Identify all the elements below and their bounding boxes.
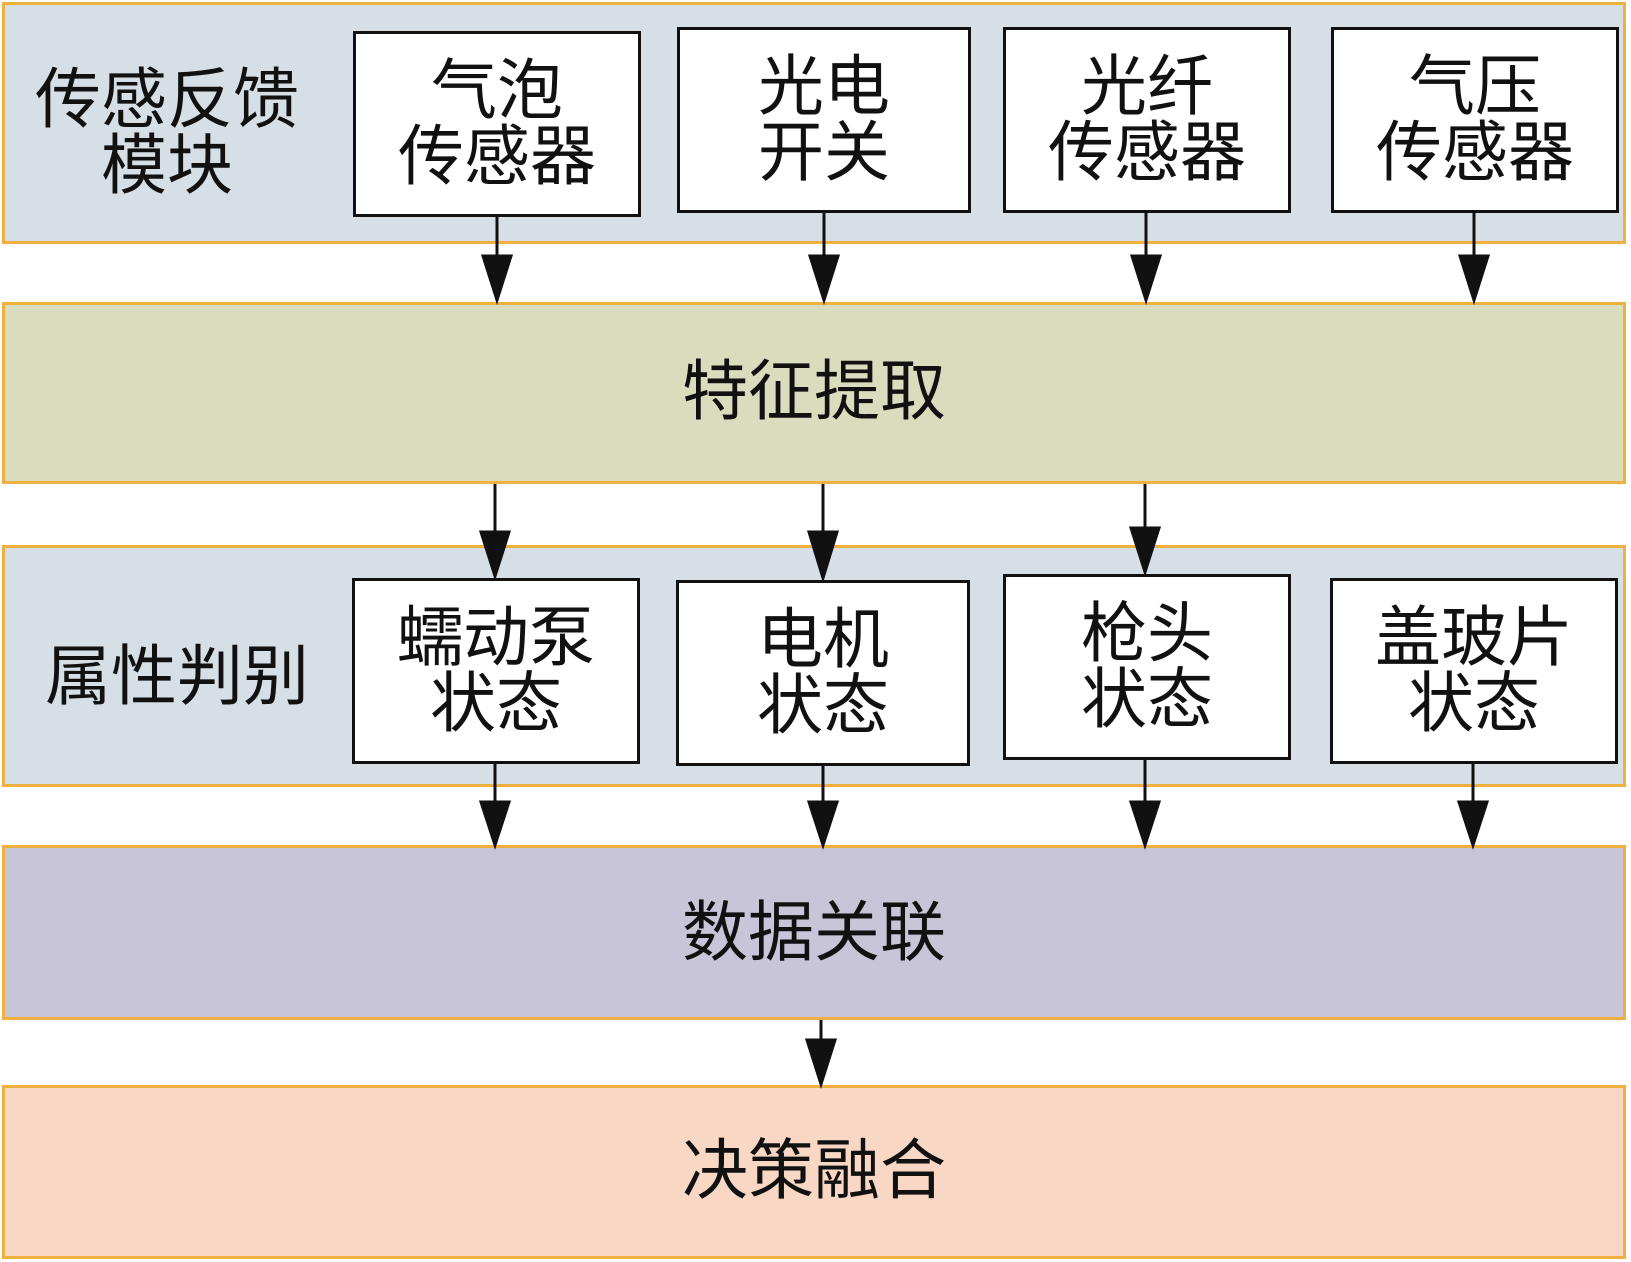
fiber-sensor-line1: 光纤: [1081, 48, 1213, 125]
feature-extraction-label: 特征提取: [682, 353, 946, 430]
attribute-judgment-band: 属性判别 蠕动泵 状态 电机 状态 枪头 状态 盖玻片 状态: [2, 545, 1626, 787]
pipette-tip-state-line1: 枪头: [1081, 595, 1213, 672]
bubble-sensor-box: 气泡 传感器: [353, 31, 641, 217]
pressure-sensor-line2: 传感器: [1376, 114, 1574, 191]
motor-state-box: 电机 状态: [676, 580, 970, 766]
data-association-band: 数据关联: [2, 845, 1626, 1020]
pressure-sensor-line1: 气压: [1409, 48, 1541, 125]
pressure-sensor-box: 气压 传感器: [1331, 27, 1619, 213]
arrow-association-to-decision: [804, 1020, 838, 1089]
coverslip-state-line1: 盖玻片: [1375, 599, 1573, 676]
sensor-feedback-module-band: 传感反馈 模块 气泡 传感器 光电 开关 光纤 传感器 气压 传感器: [2, 2, 1626, 244]
data-association-label: 数据关联: [682, 894, 946, 971]
bubble-sensor-line2: 传感器: [398, 118, 596, 195]
feature-extraction-band: 特征提取: [2, 302, 1626, 484]
sensor-module-title-line1: 传感反馈: [35, 61, 299, 138]
photoelectric-switch-line2: 开关: [758, 114, 890, 191]
motor-state-line2: 状态: [757, 667, 889, 744]
pipette-tip-state-line2: 状态: [1081, 661, 1213, 738]
fiber-sensor-line2: 传感器: [1048, 114, 1246, 191]
fiber-sensor-box: 光纤 传感器: [1003, 27, 1291, 213]
peristaltic-pump-state-box: 蠕动泵 状态: [352, 578, 640, 764]
coverslip-state-line2: 状态: [1408, 665, 1540, 742]
pipette-tip-state-box: 枪头 状态: [1003, 574, 1291, 760]
photoelectric-switch-box: 光电 开关: [677, 27, 971, 213]
bubble-sensor-line1: 气泡: [431, 52, 563, 129]
peristaltic-pump-state-line2: 状态: [430, 665, 562, 742]
photoelectric-switch-line1: 光电: [758, 48, 890, 125]
motor-state-line1: 电机: [757, 601, 889, 678]
sensor-module-title-line2: 模块: [101, 127, 233, 204]
decision-fusion-label: 决策融合: [682, 1132, 946, 1209]
attribute-judgment-title: 属性判别: [45, 638, 309, 715]
peristaltic-pump-state-line1: 蠕动泵: [397, 599, 595, 676]
decision-fusion-band: 决策融合: [2, 1085, 1626, 1259]
coverslip-state-box: 盖玻片 状态: [1330, 578, 1618, 764]
sensor-module-title: 传感反馈 模块: [35, 67, 299, 199]
